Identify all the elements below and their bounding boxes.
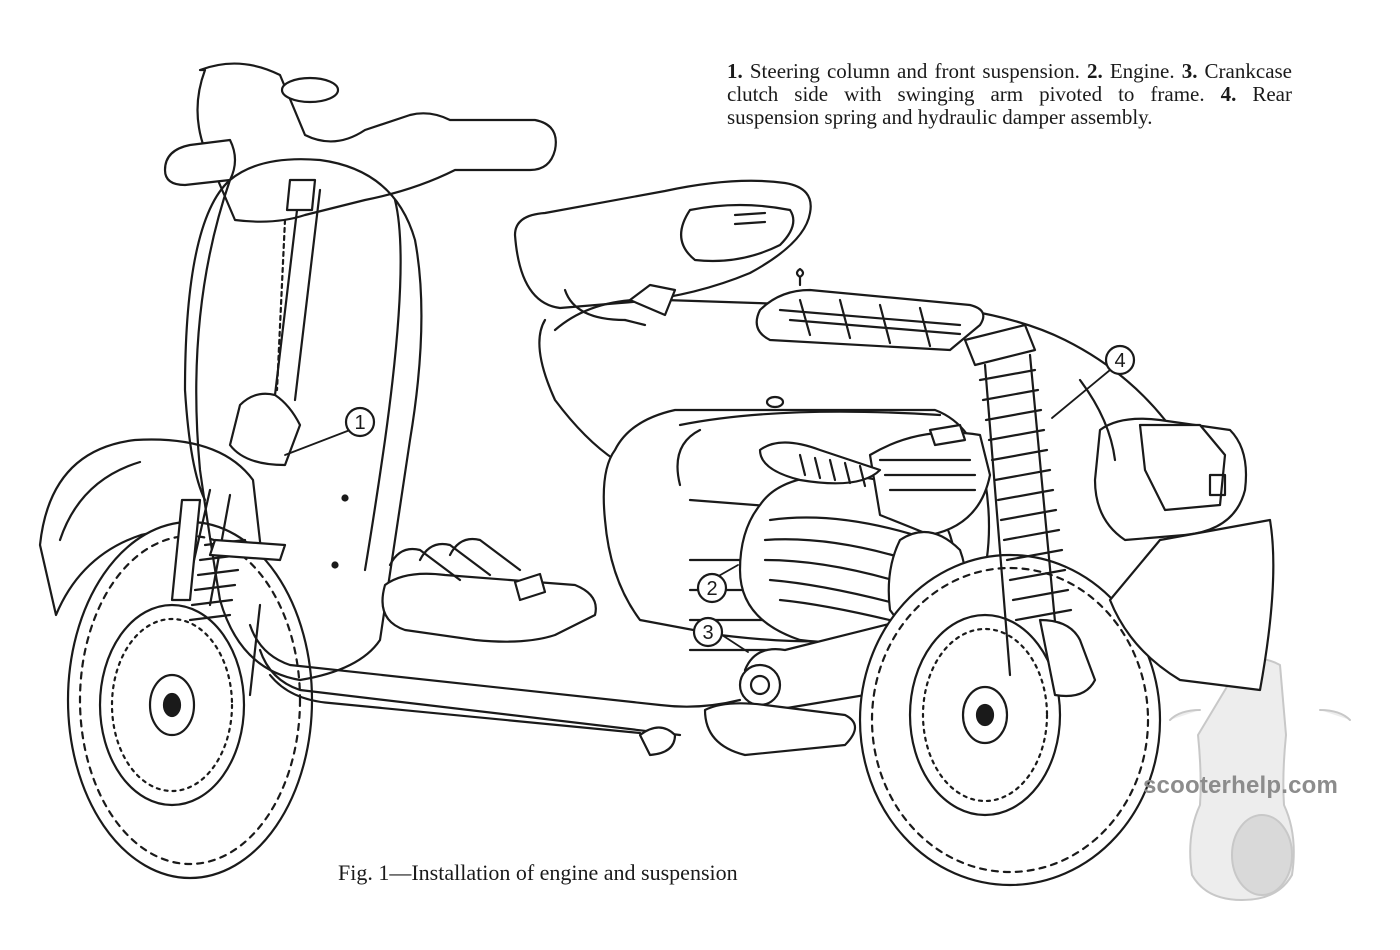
- callout-2-label: 2: [706, 578, 717, 600]
- callout-2: 2: [696, 572, 728, 604]
- rear-wheel: [858, 553, 1162, 887]
- floorboard: [248, 537, 742, 757]
- legend-item-3-number: 3.: [1181, 59, 1198, 83]
- callout-1: 1: [344, 406, 376, 438]
- legend-item-4-text: Rear suspension spring and hydraulic dam…: [727, 82, 1292, 129]
- luggage-rack: [623, 267, 985, 352]
- parts-legend: 1. Steering column and front suspension.…: [727, 60, 1292, 129]
- figure-caption: Fig. 1—Installation of engine and suspen…: [338, 860, 738, 885]
- callout-1-label: 1: [354, 412, 365, 434]
- front-mudguard: [38, 438, 263, 617]
- leg-shield: [183, 158, 423, 682]
- front-wheel: [66, 520, 314, 880]
- rear-cowl: [1078, 378, 1275, 692]
- front-suspension: [170, 488, 287, 697]
- callout-3-label: 3: [702, 622, 713, 644]
- steering-column: [163, 62, 557, 467]
- watermark-text: scooterhelp.com: [1143, 772, 1339, 799]
- callout-4: 4: [1104, 344, 1136, 376]
- legend-item-1-text: Steering column and front suspension.: [742, 59, 1087, 83]
- callout-3: 3: [692, 616, 724, 648]
- legend-item-2-number: 2.: [1086, 59, 1103, 83]
- callout-leaders: [284, 369, 1111, 653]
- legend-item-1-number: 1.: [727, 59, 743, 83]
- rear-suspension: [963, 323, 1097, 698]
- legend-item-3-text: Crankcase clutch side with swinging arm …: [727, 59, 1293, 106]
- legend-item-2-text: Engine.: [1102, 59, 1182, 83]
- seat: [513, 179, 812, 322]
- legend-item-4-number: 4.: [1220, 82, 1237, 106]
- watermark-scooter-icon: [1169, 658, 1351, 901]
- callout-4-label: 4: [1114, 350, 1125, 372]
